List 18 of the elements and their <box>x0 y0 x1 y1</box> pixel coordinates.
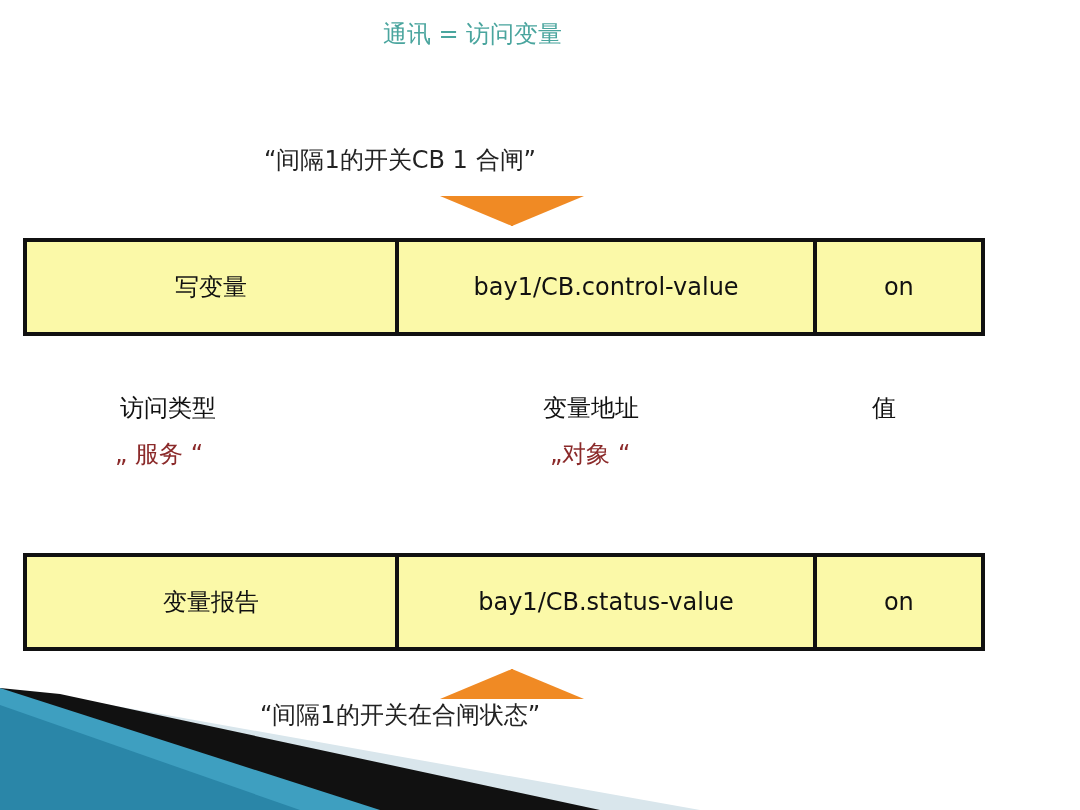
label: „对象 “ <box>550 439 631 470</box>
label: 变量地址 <box>543 393 639 424</box>
table-cell: bay1/CB.control-value <box>399 242 813 332</box>
title: 通讯 = 访问变量 <box>382 20 563 48</box>
arrow <box>440 195 584 227</box>
table-cell: on <box>816 242 981 332</box>
label: 访问类型 <box>120 393 216 424</box>
label: „ 服务 “ <box>115 439 204 470</box>
table-row <box>23 238 985 336</box>
table-cell: on <box>816 557 981 647</box>
table-row <box>23 553 985 651</box>
quote-text: “间隔1的开关CB 1 合闸” <box>264 146 536 174</box>
table-cell: 写变量 <box>27 242 396 332</box>
table-cell: bay1/CB.status-value <box>399 557 813 647</box>
label: 值 <box>872 393 896 424</box>
quote-text: “间隔1的开关在合闸状态” <box>259 701 541 729</box>
table-cell: 变量报告 <box>27 557 396 647</box>
arrow <box>440 668 584 700</box>
